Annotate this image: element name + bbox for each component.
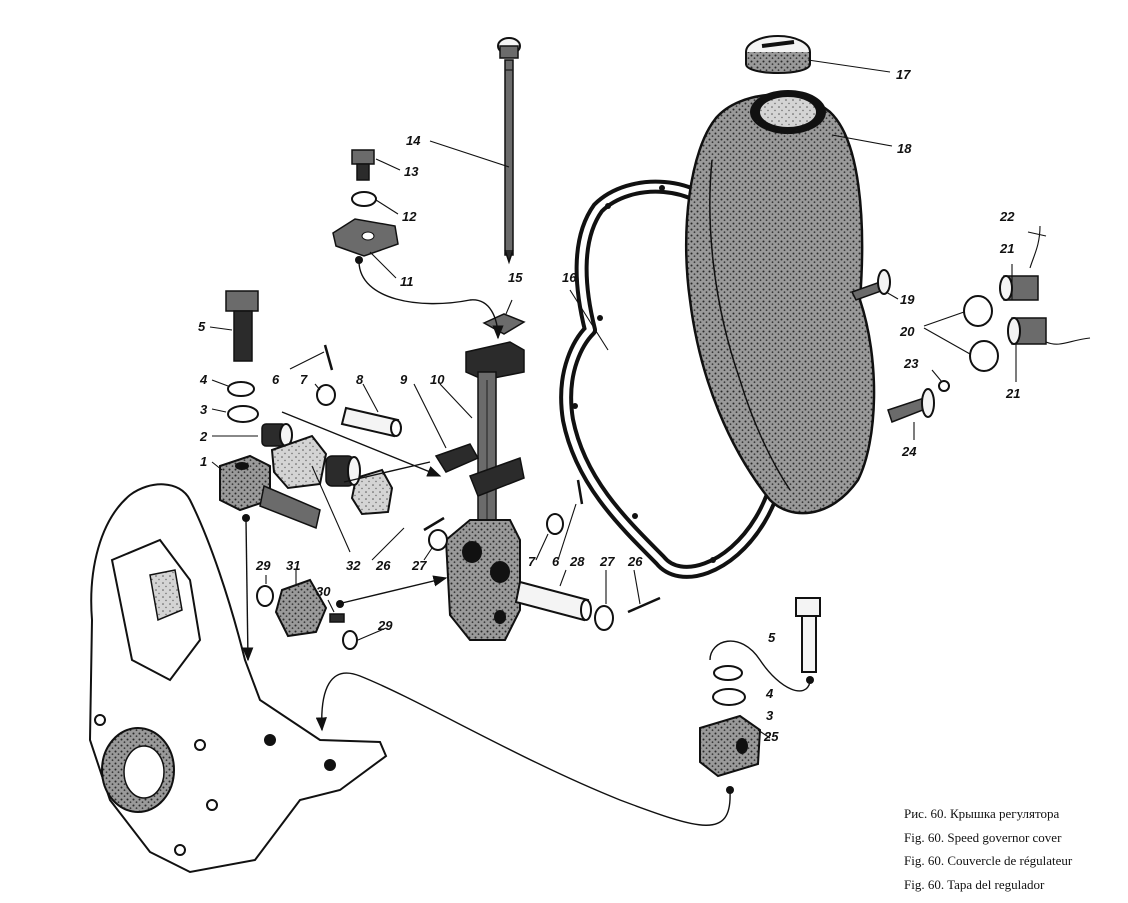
part-6-cotter-pin-left [323,344,334,371]
label-25: 25 [763,729,779,744]
part-6-cotter-pin-right [576,479,584,505]
part-4-spring-washer-right [713,665,743,681]
part-28-pin [514,580,592,622]
part-20-washer-upper [963,295,993,327]
label-26-right: 26 [627,554,643,569]
label-5-left: 5 [198,319,206,334]
label-8: 8 [356,372,364,387]
label-4-right: 4 [765,686,774,701]
governor-body [444,519,521,641]
label-3-right: 3 [766,708,774,723]
part-26-cotter-pin-upper [423,516,445,532]
label-14: 14 [406,133,421,148]
label-27-left: 27 [411,558,427,573]
label-11: 11 [400,274,414,289]
label-5-right: 5 [768,630,776,645]
part-1-bracket-block [219,454,321,530]
part-21-fitting-upper [999,275,1039,301]
label-30: 30 [316,584,331,599]
part-19-screw [850,269,891,301]
part-31-nut [274,578,328,638]
part-27-washer-lower [594,605,614,631]
part-13-bolt [351,149,375,181]
part-20-washer-lower [969,340,999,372]
caption-es: Fig. 60. Tapa del regulador [904,876,1045,892]
assembly-arrows [242,256,814,826]
part-21-fitting-lower [1007,317,1047,345]
part-24-screw [887,388,935,423]
figure-caption: Рис. 60. Крышка регулятора Fig. 60. Spee… [904,802,1124,896]
label-7-left: 7 [300,372,308,387]
part-23-ball [938,380,950,392]
part-12-lock-washer [351,191,377,207]
label-26-left: 26 [375,558,391,573]
part-30-screw [329,613,345,623]
part-4-spring-washer-left [227,381,255,397]
part-11-plate [332,218,399,257]
part-5-bolt-right [795,597,821,673]
part-7-washer-right [546,513,564,535]
label-9: 9 [400,372,408,387]
label-1: 1 [200,454,207,469]
label-10: 10 [430,372,445,387]
part-25-block [699,714,762,778]
label-17: 17 [896,67,911,82]
label-28: 28 [569,554,585,569]
label-29-upper: 29 [255,558,271,573]
caption-fr: Fig. 60. Couvercle de régulateur [904,853,1073,868]
part-26-cotter-pin-lower [627,596,661,614]
part-10-lever-shaft [465,341,525,533]
label-31: 31 [286,558,300,573]
front-housing [88,483,388,874]
part-5-bolt-left [225,290,259,362]
part-14-rod [497,37,521,265]
part-17-plug [745,35,811,74]
label-21-upper: 21 [999,241,1014,256]
label-20: 20 [899,324,915,339]
label-29-lower: 29 [377,618,393,633]
label-4: 4 [199,372,208,387]
part-8-pin [340,406,402,438]
label-19: 19 [900,292,915,307]
leader-lines [209,59,1047,739]
label-23: 23 [903,356,919,371]
label-2: 2 [199,429,208,444]
label-6-left: 6 [272,372,280,387]
part-29-washer-top [256,585,274,607]
part-2-bushing [261,423,293,447]
label-15: 15 [508,270,523,285]
part-3-flat-washer-left [227,405,259,423]
label-6-right: 6 [552,554,560,569]
caption-ru: Рис. 60. Крышка регулятора [904,806,1060,821]
label-3: 3 [200,402,208,417]
part-labels: 1 2 3 4 5 6 7 8 9 10 11 12 13 14 15 16 1… [198,67,1020,744]
label-13: 13 [404,164,419,179]
part-22-wire [1029,225,1091,345]
part-27-washer-upper [428,529,448,551]
part-7-washer-left [316,384,336,406]
part-18-cover-housing [684,90,876,515]
part-15-clip [482,313,526,335]
label-32: 32 [346,558,361,573]
part-32-plates [270,434,394,516]
label-7-right: 7 [528,554,536,569]
part-29-washer-bottom [342,630,358,650]
part-3-flat-washer-right [712,688,746,706]
label-16: 16 [562,270,577,285]
label-21-lower: 21 [1005,386,1020,401]
label-18: 18 [897,141,912,156]
label-22: 22 [999,209,1015,224]
caption-en: Fig. 60. Speed governor cover [904,829,1062,845]
part-9-fork-lever [434,443,480,473]
label-24: 24 [901,444,917,459]
label-27-right: 27 [599,554,615,569]
label-12: 12 [402,209,417,224]
